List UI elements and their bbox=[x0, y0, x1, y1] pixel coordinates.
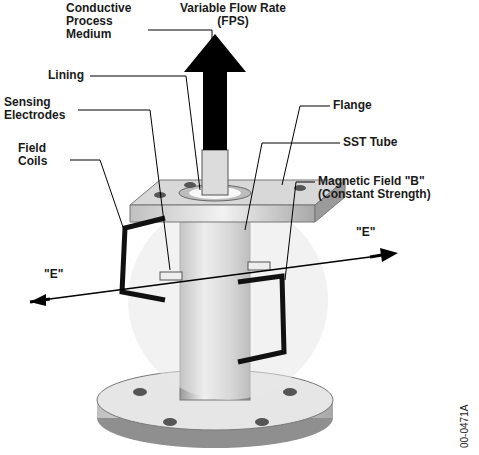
field-coil bbox=[238, 276, 284, 362]
part-label: Field Coils bbox=[18, 142, 68, 168]
part-label: Magnetic Field "B" (Constant Strength) bbox=[318, 175, 468, 201]
flow-label: Variable Flow Rate (FPS) bbox=[168, 2, 298, 28]
e-line bbox=[42, 257, 370, 300]
electrode bbox=[160, 272, 182, 280]
leader-line bbox=[70, 30, 340, 280]
part-label: Lining bbox=[48, 69, 108, 82]
part-label: SST Tube bbox=[343, 136, 423, 149]
signal-label: "E" bbox=[356, 226, 386, 239]
part-label: Conductive Process Medium bbox=[66, 2, 146, 41]
part-label: Flange bbox=[333, 99, 403, 112]
field-coil bbox=[122, 218, 165, 300]
electrode bbox=[248, 262, 270, 270]
part-label: Sensing Electrodes bbox=[4, 96, 78, 122]
figure-number: 00-0471A bbox=[458, 368, 471, 448]
signal-label: "E" bbox=[44, 268, 74, 281]
top-flange bbox=[130, 180, 345, 222]
